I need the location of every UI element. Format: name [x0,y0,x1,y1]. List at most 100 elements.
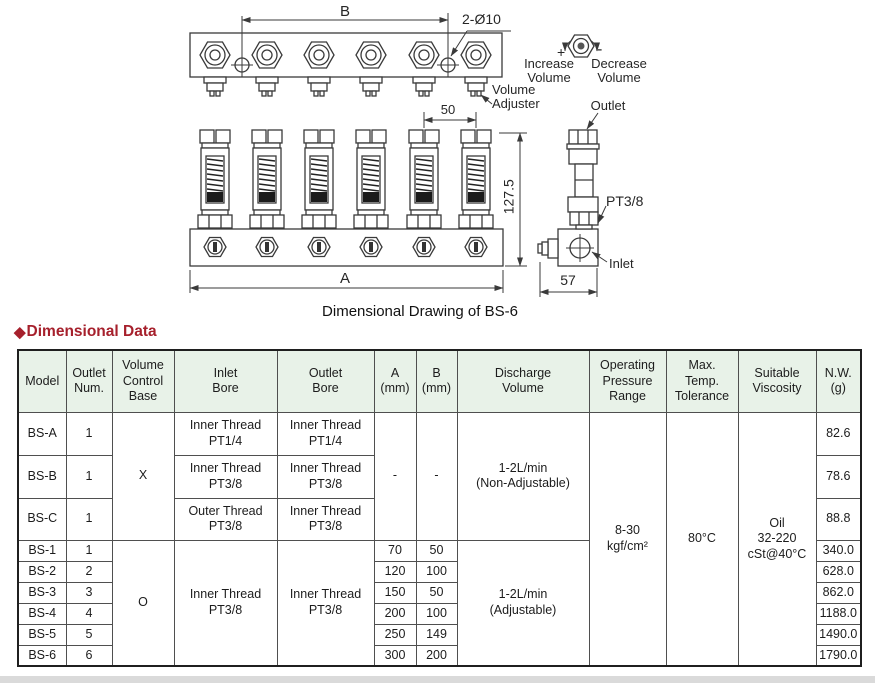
col-header-pressure-range: Operating Pressure Range [588,349,667,413]
table-row-bs-4: BS-4 4 200 100 1188.0 [17,602,862,625]
holes-label: 2-Ø10 [462,11,501,27]
table-header-row: Model Outlet Num. Volume Control Base In… [17,349,862,413]
cell-model: BS-A [17,411,67,456]
thread-leader [597,205,607,224]
table-row-bs-1: BS-1 1 O Inner Thread PT3/8 Inner Thread… [17,539,862,667]
cell-control-base-fixed: X [111,411,175,541]
cell-b: 100 [415,560,458,583]
cell-model: BS-4 [17,602,67,625]
cell-temp-tolerance: 80°C [665,411,739,667]
cell-outlet-bore: Inner Thread PT1/4 [276,411,375,456]
section-title: Dimensional Data [26,323,157,340]
volume-adjuster-label: Volume Adjuster [492,82,540,111]
cell-discharge-fixed: 1-2L/min (Non-Adjustable) [456,411,590,541]
cell-outlets: 4 [65,602,113,625]
cell-nw: 82.6 [815,411,862,456]
dim-57-label: 57 [560,272,576,288]
col-header-nw: N.W. (g) [815,349,862,413]
cell-b: 200 [415,644,458,667]
table-row-bs-5: BS-5 5 250 149 1490.0 [17,623,862,646]
dim-b-label: B [339,3,350,20]
cell-outlets: 1 [65,411,113,456]
cell-b: 50 [415,581,458,604]
cell-outlet-bore-group: Inner Thread PT3/8 [276,539,375,667]
cell-a: 300 [373,644,417,667]
cell-outlets: 1 [65,454,113,499]
cell-model: BS-3 [17,581,67,604]
cell-outlets: 2 [65,560,113,583]
plus-label: + [557,44,566,60]
decrease-volume-label: Decrease Volume [591,56,647,85]
dimensional-drawing: B 2-Ø10 Increase Volume Decrease Volume … [189,3,647,297]
front-view [189,129,504,267]
cell-model: BS-1 [17,539,67,562]
cell-outlets: 3 [65,581,113,604]
cell-outlets: 1 [65,497,113,541]
cell-model: BS-6 [17,644,67,667]
drawing-canvas [189,13,608,297]
col-header-a-mm: A (mm) [373,349,417,413]
dim-50 [423,112,477,128]
cell-model: BS-5 [17,623,67,646]
dim-height-label: 127.5 [500,179,517,215]
table-row-bs-6: BS-6 6 300 200 1790.0 [17,644,862,667]
cell-nw: 88.8 [815,497,862,541]
col-header-outlet-bore: Outlet Bore [276,349,375,413]
cell-b: 50 [415,539,458,562]
dim-57 [539,262,598,297]
increase-volume-label: Increase Volume [524,56,574,85]
rotation-indicator-icon [562,34,600,58]
cell-inlet-bore: Outer Thread PT3/8 [173,497,278,541]
cell-a: 120 [373,560,417,583]
col-header-discharge-volume: Discharge Volume [456,349,590,413]
cell-b-dash: - [415,411,458,541]
top-view [189,13,503,97]
dim-a [189,270,504,293]
cell-nw: 1790.0 [815,644,862,667]
drawing-caption: Dimensional Drawing of BS-6 [322,303,518,320]
cell-inlet-bore: Inner Thread PT3/8 [173,454,278,499]
cell-outlets: 5 [65,623,113,646]
cell-outlets: 1 [65,539,113,562]
col-header-volume-control-base: Volume Control Base [111,349,175,413]
dim-50-label: 50 [440,102,456,117]
table-row-bs-b: BS-B 1 Inner Thread PT3/8 Inner Thread P… [17,454,862,499]
dim-height [499,132,527,267]
cell-model: BS-2 [17,560,67,583]
table-row-bs-c: BS-C 1 Outer Thread PT3/8 Inner Thread P… [17,497,862,541]
dim-a-label: A [339,270,350,287]
cell-outlet-bore: Inner Thread PT3/8 [276,454,375,499]
cell-pressure-range: 8-30 kgf/cm² [588,411,667,667]
minus-label: - [597,41,603,58]
col-header-temp-tolerance: Max. Temp. Tolerance [665,349,739,413]
cell-nw: 862.0 [815,581,862,604]
cell-nw: 78.6 [815,454,862,499]
page-edge-strip [0,676,875,683]
cell-b: 149 [415,623,458,646]
col-header-viscosity: Suitable Viscosity [737,349,817,413]
outlet-leader [586,112,599,130]
cell-a-dash: - [373,411,417,541]
col-header-b-mm: B (mm) [415,349,458,413]
table-row-bs-3: BS-3 3 150 50 862.0 [17,581,862,604]
table-row-bs-a: BS-A 1 X Inner Thread PT1/4 Inner Thread… [17,411,862,667]
thread-label: PT3/8 [606,193,644,209]
cell-discharge-adjustable: 1-2L/min (Adjustable) [456,539,590,667]
outlet-label: Outlet [590,98,626,113]
cell-b: 100 [415,602,458,625]
cell-nw: 628.0 [815,560,862,583]
col-header-model: Model [17,349,67,413]
col-header-outlet-num: Outlet Num. [65,349,113,413]
dimensional-data-table: Model Outlet Num. Volume Control Base In… [17,349,862,667]
col-header-inlet-bore: Inlet Bore [173,349,278,413]
cell-a: 200 [373,602,417,625]
holes-leader [450,30,511,57]
side-view [537,129,600,267]
inlet-label: Inlet [609,256,634,271]
cell-inlet-bore: Inner Thread PT1/4 [173,411,278,456]
cell-viscosity: Oil 32-220 cSt@40°C [737,411,817,667]
cell-nw: 1188.0 [815,602,862,625]
inlet-leader [591,251,608,263]
cell-outlets: 6 [65,644,113,667]
